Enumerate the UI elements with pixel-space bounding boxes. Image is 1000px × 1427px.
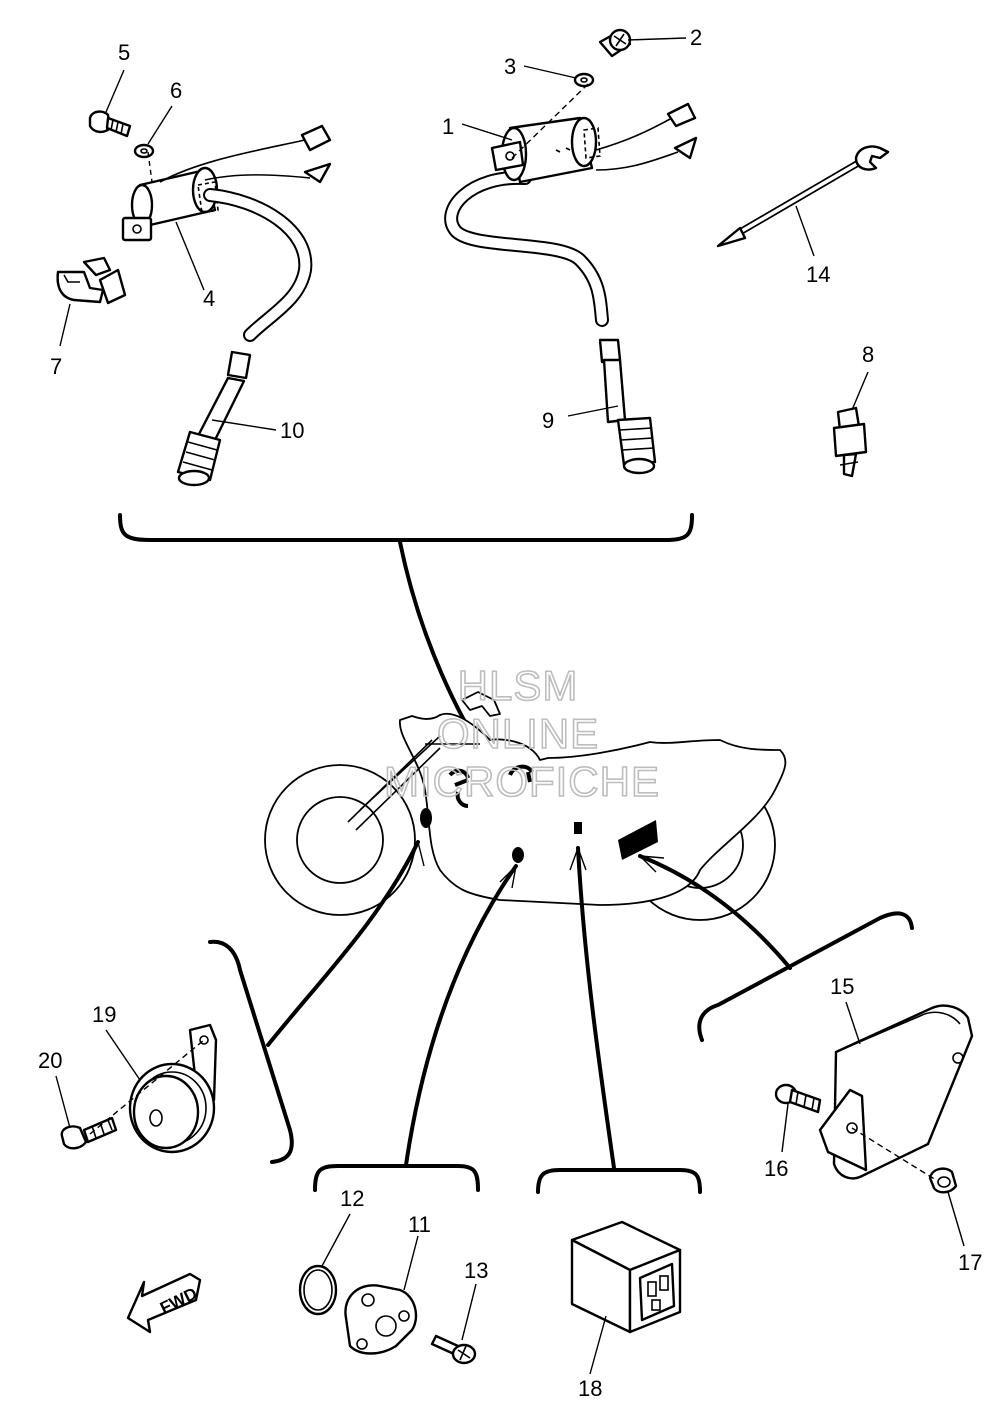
regulator-15 [818, 1004, 974, 1180]
ignition-coil-left [26, 124, 332, 342]
bolt-5 [88, 110, 132, 138]
ground-lead-14 [716, 145, 890, 248]
bracket-relay [536, 1168, 702, 1194]
bracket-top [118, 513, 694, 542]
forward-arrow: FWD [126, 1272, 202, 1334]
callout-7: 7 [50, 354, 62, 379]
callout-4: 4 [203, 286, 215, 311]
washer-3 [573, 72, 595, 88]
callout-8: 8 [862, 342, 874, 367]
pointer-relay [576, 846, 616, 1170]
washer-6 [133, 143, 155, 159]
callout-2: 2 [690, 25, 702, 50]
pointer-regulator [638, 854, 792, 970]
callout-6: 6 [170, 78, 182, 103]
callout-11: 11 [408, 1212, 431, 1237]
screw-2 [598, 28, 632, 58]
callout-15: 15 [830, 974, 854, 999]
callout-9: 9 [542, 408, 554, 433]
callout-17: 17 [958, 1250, 982, 1275]
callout-numbers: 1 2 3 4 5 6 7 8 9 10 11 12 13 14 15 16 1… [38, 25, 982, 1401]
callout-10: 10 [280, 418, 304, 443]
leader-lines [55, 37, 965, 1375]
callout-12: 12 [340, 1186, 364, 1211]
sensor-11 [344, 1284, 418, 1355]
ignition-coil-right [444, 102, 698, 327]
callout-16: 16 [764, 1156, 788, 1181]
screw-13 [430, 1334, 477, 1365]
bracket-sensor [313, 1164, 480, 1192]
watermark: HLSM ONLINE MICROFICHE [383, 661, 660, 806]
watermark-line1: HLSM [458, 662, 579, 709]
spark-plug-cap-right [598, 338, 657, 475]
callout-20: 20 [38, 1048, 62, 1073]
o-ring-12 [298, 1264, 338, 1316]
pointer-sensor [404, 864, 518, 1167]
callout-3: 3 [504, 54, 516, 79]
callout-14: 14 [806, 262, 830, 287]
cable-clip-8 [832, 406, 868, 478]
callout-5: 5 [118, 40, 130, 65]
relay-18 [570, 1220, 682, 1334]
bolt-20 [60, 1116, 118, 1150]
horn-19 [128, 1023, 218, 1154]
motorcycle-outline [264, 691, 787, 921]
callout-18: 18 [578, 1376, 602, 1401]
callout-19: 19 [92, 1002, 116, 1027]
callout-13: 13 [464, 1258, 488, 1283]
bracket-horn [208, 939, 294, 1164]
pointer-horn [266, 840, 420, 1047]
nut-17 [928, 1167, 958, 1194]
bolt-16 [774, 1083, 822, 1114]
wire-clamp [56, 256, 127, 305]
watermark-line2: ONLINE [437, 710, 599, 757]
spark-plug-cap-left [176, 350, 252, 487]
watermark-line3: MICROFICHE [384, 758, 660, 805]
callout-1: 1 [442, 114, 454, 139]
bracket-regulator [697, 911, 914, 1042]
